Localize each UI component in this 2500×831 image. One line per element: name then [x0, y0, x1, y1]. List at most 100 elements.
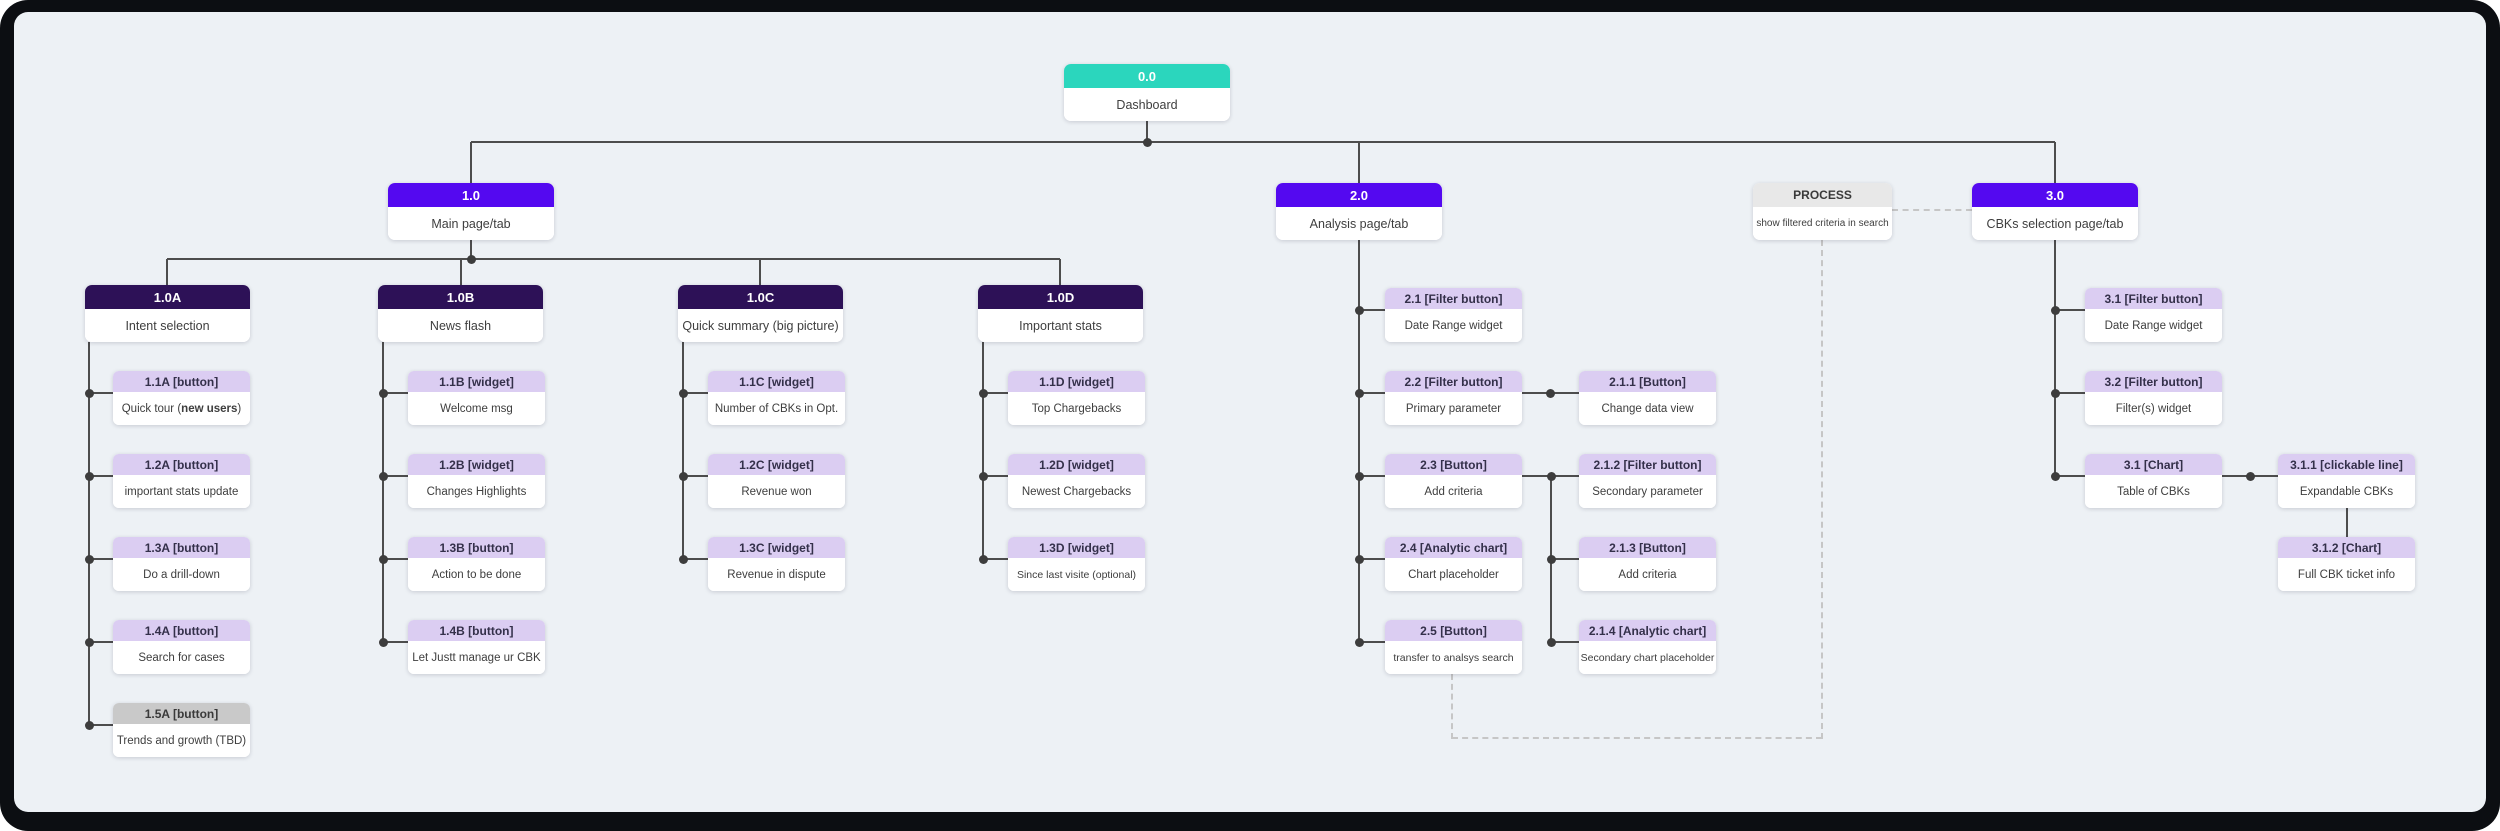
node-label: transfer to analsys search	[1385, 641, 1522, 674]
line	[682, 342, 684, 559]
node-1-2a-important-stats-update[interactable]: 1.2A [button] important stats update	[113, 454, 250, 508]
junction-dot	[379, 638, 388, 647]
node-label: Changes Highlights	[408, 475, 545, 508]
node-1-3a-drill-down[interactable]: 1.3A [button] Do a drill-down	[113, 537, 250, 591]
line	[1551, 558, 1579, 560]
node-2-2-primary-parameter[interactable]: 2.2 [Filter button] Primary parameter	[1385, 371, 1522, 425]
node-1-2c-revenue-won[interactable]: 1.2C [widget] Revenue won	[708, 454, 845, 508]
node-1-2d-newest-chargebacks[interactable]: 1.2D [widget] Newest Chargebacks	[1008, 454, 1145, 508]
node-1-2b-changes-highlights[interactable]: 1.2B [widget] Changes Highlights	[408, 454, 545, 508]
node-label: CBKs selection page/tab	[1972, 207, 2138, 240]
junction-dot	[1546, 389, 1555, 398]
node-1-0d-important-stats[interactable]: 1.0D Important stats	[978, 285, 1143, 342]
node-header: 2.1.2 [Filter button]	[1579, 454, 1716, 475]
node-2-1-1-change-data-view[interactable]: 2.1.1 [Button] Change data view	[1579, 371, 1716, 425]
node-header: 1.0C	[678, 285, 843, 309]
node-1-3c-revenue-in-dispute[interactable]: 1.3C [widget] Revenue in dispute	[708, 537, 845, 591]
node-header: 1.1C [widget]	[708, 371, 845, 392]
node-header: 1.0B	[378, 285, 543, 309]
node-1-3b-action-to-be-done[interactable]: 1.3B [button] Action to be done	[408, 537, 545, 591]
node-1-0c-quick-summary[interactable]: 1.0C Quick summary (big picture)	[678, 285, 843, 342]
line	[88, 342, 90, 725]
node-label: Trends and growth (TBD)	[113, 724, 250, 757]
node-label: Full CBK ticket info	[2278, 558, 2415, 591]
node-process[interactable]: PROCESS show filtered criteria in search	[1753, 183, 1892, 240]
line	[89, 724, 113, 726]
line	[89, 641, 113, 643]
node-header: 2.1.3 [Button]	[1579, 537, 1716, 558]
node-1-1d-top-chargebacks[interactable]: 1.1D [widget] Top Chargebacks	[1008, 371, 1145, 425]
node-2-1-4-secondary-chart-placeholder[interactable]: 2.1.4 [Analytic chart] Secondary chart p…	[1579, 620, 1716, 674]
node-0-0-dashboard[interactable]: 0.0 Dashboard	[1064, 64, 1230, 121]
junction-dot	[679, 389, 688, 398]
node-label: Revenue in dispute	[708, 558, 845, 591]
junction-dot	[379, 389, 388, 398]
node-label: Welcome msg	[408, 392, 545, 425]
node-3-0-cbks-selection-page[interactable]: 3.0 CBKs selection page/tab	[1972, 183, 2138, 240]
node-label: Important stats	[978, 309, 1143, 342]
node-1-0-main-page[interactable]: 1.0 Main page/tab	[388, 183, 554, 240]
junction-dot	[379, 555, 388, 564]
node-1-1c-number-of-cbks[interactable]: 1.1C [widget] Number of CBKs in Opt.	[708, 371, 845, 425]
node-header: 2.4 [Analytic chart]	[1385, 537, 1522, 558]
node-3-2-filters-widget[interactable]: 3.2 [Filter button] Filter(s) widget	[2085, 371, 2222, 425]
node-1-1b-welcome-msg[interactable]: 1.1B [widget] Welcome msg	[408, 371, 545, 425]
line	[1359, 641, 1385, 643]
node-header: 2.1 [Filter button]	[1385, 288, 1522, 309]
junction-dot	[85, 389, 94, 398]
junction-dot	[979, 555, 988, 564]
node-2-4-chart-placeholder[interactable]: 2.4 [Analytic chart] Chart placeholder	[1385, 537, 1522, 591]
line	[383, 475, 408, 477]
node-label: Top Chargebacks	[1008, 392, 1145, 425]
node-header: 3.1 [Filter button]	[2085, 288, 2222, 309]
node-3-1-date-range-widget[interactable]: 3.1 [Filter button] Date Range widget	[2085, 288, 2222, 342]
node-2-5-transfer-to-analsys-search[interactable]: 2.5 [Button] transfer to analsys search	[1385, 620, 1522, 674]
line	[89, 475, 113, 477]
line	[471, 141, 2055, 143]
node-2-1-date-range-widget[interactable]: 2.1 [Filter button] Date Range widget	[1385, 288, 1522, 342]
line	[383, 641, 408, 643]
line	[382, 342, 384, 642]
line	[383, 558, 408, 560]
node-label: Filter(s) widget	[2085, 392, 2222, 425]
node-1-5a-trends-growth[interactable]: 1.5A [button] Trends and growth (TBD)	[113, 703, 250, 757]
node-1-4b-justt-manage[interactable]: 1.4B [button] Let Justt manage ur CBK	[408, 620, 545, 674]
node-2-3-add-criteria[interactable]: 2.3 [Button] Add criteria	[1385, 454, 1522, 508]
node-3-1-2-full-cbk-ticket-info[interactable]: 3.1.2 [Chart] Full CBK ticket info	[2278, 537, 2415, 591]
junction-dot	[979, 389, 988, 398]
line	[1551, 641, 1579, 643]
node-label: important stats update	[113, 475, 250, 508]
node-2-0-analysis-page[interactable]: 2.0 Analysis page/tab	[1276, 183, 1442, 240]
line	[2055, 309, 2085, 311]
node-2-1-2-secondary-parameter[interactable]: 2.1.2 [Filter button] Secondary paramete…	[1579, 454, 1716, 508]
line	[1358, 142, 1360, 183]
node-label: Table of CBKs	[2085, 475, 2222, 508]
node-header: 1.5A [button]	[113, 703, 250, 724]
junction-dot	[467, 255, 476, 264]
line	[983, 475, 1008, 477]
node-label: Primary parameter	[1385, 392, 1522, 425]
node-2-1-3-add-criteria[interactable]: 2.1.3 [Button] Add criteria	[1579, 537, 1716, 591]
node-1-0b-news-flash[interactable]: 1.0B News flash	[378, 285, 543, 342]
junction-dot	[979, 472, 988, 481]
node-header: 3.2 [Filter button]	[2085, 371, 2222, 392]
node-header: 1.4A [button]	[113, 620, 250, 641]
node-1-3d-since-last-visite[interactable]: 1.3D [widget] Since last visite (optiona…	[1008, 537, 1145, 591]
line	[1359, 309, 1385, 311]
node-label: Change data view	[1579, 392, 1716, 425]
dashed-line	[1892, 209, 1972, 211]
junction-dot	[2051, 472, 2060, 481]
junction-dot	[679, 555, 688, 564]
node-1-0a-intent-selection[interactable]: 1.0A Intent selection	[85, 285, 250, 342]
dashed-line	[1451, 674, 1453, 739]
node-header: 2.5 [Button]	[1385, 620, 1522, 641]
node-3-1-1-expandable-cbks[interactable]: 3.1.1 [clickable line] Expandable CBKs	[2278, 454, 2415, 508]
node-header: 1.0D	[978, 285, 1143, 309]
junction-dot	[2051, 389, 2060, 398]
junction-dot	[1547, 638, 1556, 647]
junction-dot	[1547, 555, 1556, 564]
node-1-1a-quick-tour[interactable]: 1.1A [button] Quick tour (new users)	[113, 371, 250, 425]
node-1-4a-search-for-cases[interactable]: 1.4A [button] Search for cases	[113, 620, 250, 674]
line	[2055, 475, 2085, 477]
node-3-1-table-of-cbks[interactable]: 3.1 [Chart] Table of CBKs	[2085, 454, 2222, 508]
